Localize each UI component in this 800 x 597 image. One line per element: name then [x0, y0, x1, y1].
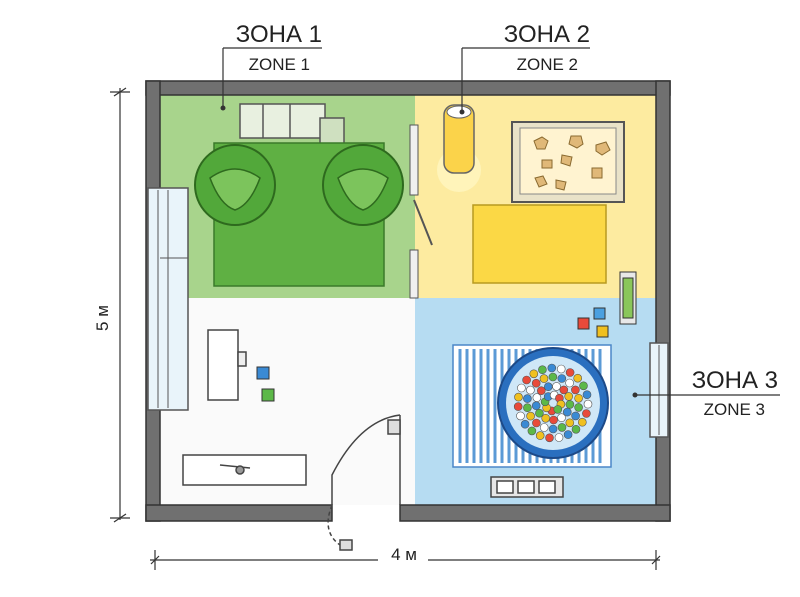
zone-2-callout: ЗОНА 2 ZONE 2 — [459, 21, 590, 115]
ball — [571, 385, 580, 395]
ball — [543, 382, 553, 392]
window-left — [147, 187, 189, 411]
ball — [539, 374, 549, 383]
ball — [545, 433, 554, 443]
ball — [571, 411, 580, 421]
ball — [557, 413, 566, 423]
zone-2-subtitle: ZONE 2 — [517, 55, 578, 74]
zone-3-title: ЗОНА 3 — [692, 367, 778, 394]
ball — [556, 364, 566, 374]
ball — [531, 401, 541, 411]
ball — [579, 381, 588, 391]
ball — [535, 408, 544, 418]
door-icon — [327, 414, 401, 551]
shelf-icon — [239, 103, 345, 147]
ball — [541, 413, 551, 423]
ball — [527, 426, 537, 436]
ball — [531, 378, 541, 388]
ball — [574, 393, 583, 403]
zone-2-title: ЗОНА 2 — [504, 21, 590, 48]
ball — [554, 433, 564, 442]
toy-chest-icon — [182, 454, 307, 486]
ball — [557, 423, 567, 432]
zone-1-title: ЗОНА 1 — [236, 21, 322, 48]
bean-bag-left-icon — [194, 144, 276, 226]
ball — [523, 394, 532, 403]
ball — [583, 399, 593, 409]
ball — [559, 385, 569, 395]
ball — [535, 431, 545, 440]
ball — [539, 423, 549, 432]
sand-table-icon — [511, 121, 625, 203]
ball — [547, 363, 557, 373]
lava-lamp-icon — [437, 104, 481, 192]
ball — [563, 430, 573, 439]
ball — [565, 368, 575, 377]
ball — [536, 386, 546, 396]
ball — [532, 393, 542, 402]
window-right — [649, 342, 669, 438]
ball — [516, 411, 525, 421]
height-label: 5 м — [93, 305, 112, 331]
ball — [565, 418, 575, 428]
width-label-bg — [378, 544, 428, 566]
toy-cubes-icon — [577, 271, 637, 338]
walls — [145, 80, 671, 522]
ball — [553, 405, 563, 414]
toy-basket-icon — [490, 476, 564, 498]
ball — [564, 392, 574, 401]
ball — [517, 383, 526, 393]
ball — [549, 415, 558, 425]
height-dimension — [110, 87, 130, 523]
ball — [532, 418, 541, 428]
ball — [582, 409, 591, 418]
ball — [557, 374, 567, 383]
ball — [522, 375, 531, 385]
ball — [582, 390, 592, 400]
ball — [571, 424, 581, 434]
ball — [574, 403, 583, 412]
zone-3-subtitle: ZONE 3 — [704, 400, 765, 419]
ball-pit-icon — [497, 347, 609, 459]
ball — [577, 417, 587, 427]
desk-icon — [207, 329, 247, 401]
ball — [529, 369, 539, 379]
ball — [548, 372, 558, 382]
ball — [565, 378, 574, 388]
ball — [565, 400, 575, 409]
yellow-rug — [472, 204, 607, 284]
zone-3-callout: ЗОНА 3 ZONE 3 — [632, 367, 780, 419]
width-label: 4 м — [391, 545, 417, 564]
ball — [548, 424, 558, 434]
ball — [520, 419, 530, 429]
ball — [526, 411, 535, 421]
partition — [409, 124, 433, 299]
ball — [552, 382, 561, 391]
ball — [526, 385, 535, 395]
ball — [538, 365, 547, 375]
ball — [514, 392, 523, 402]
zone-1-callout: ЗОНА 1 ZONE 1 — [220, 21, 322, 111]
ball — [523, 403, 532, 413]
toy-cubes-small-icon — [256, 366, 275, 402]
bean-bag-right-icon — [322, 144, 404, 226]
zone-1-subtitle: ZONE 1 — [249, 55, 310, 74]
ball — [573, 373, 583, 383]
ball — [562, 407, 572, 417]
ball — [513, 402, 523, 411]
